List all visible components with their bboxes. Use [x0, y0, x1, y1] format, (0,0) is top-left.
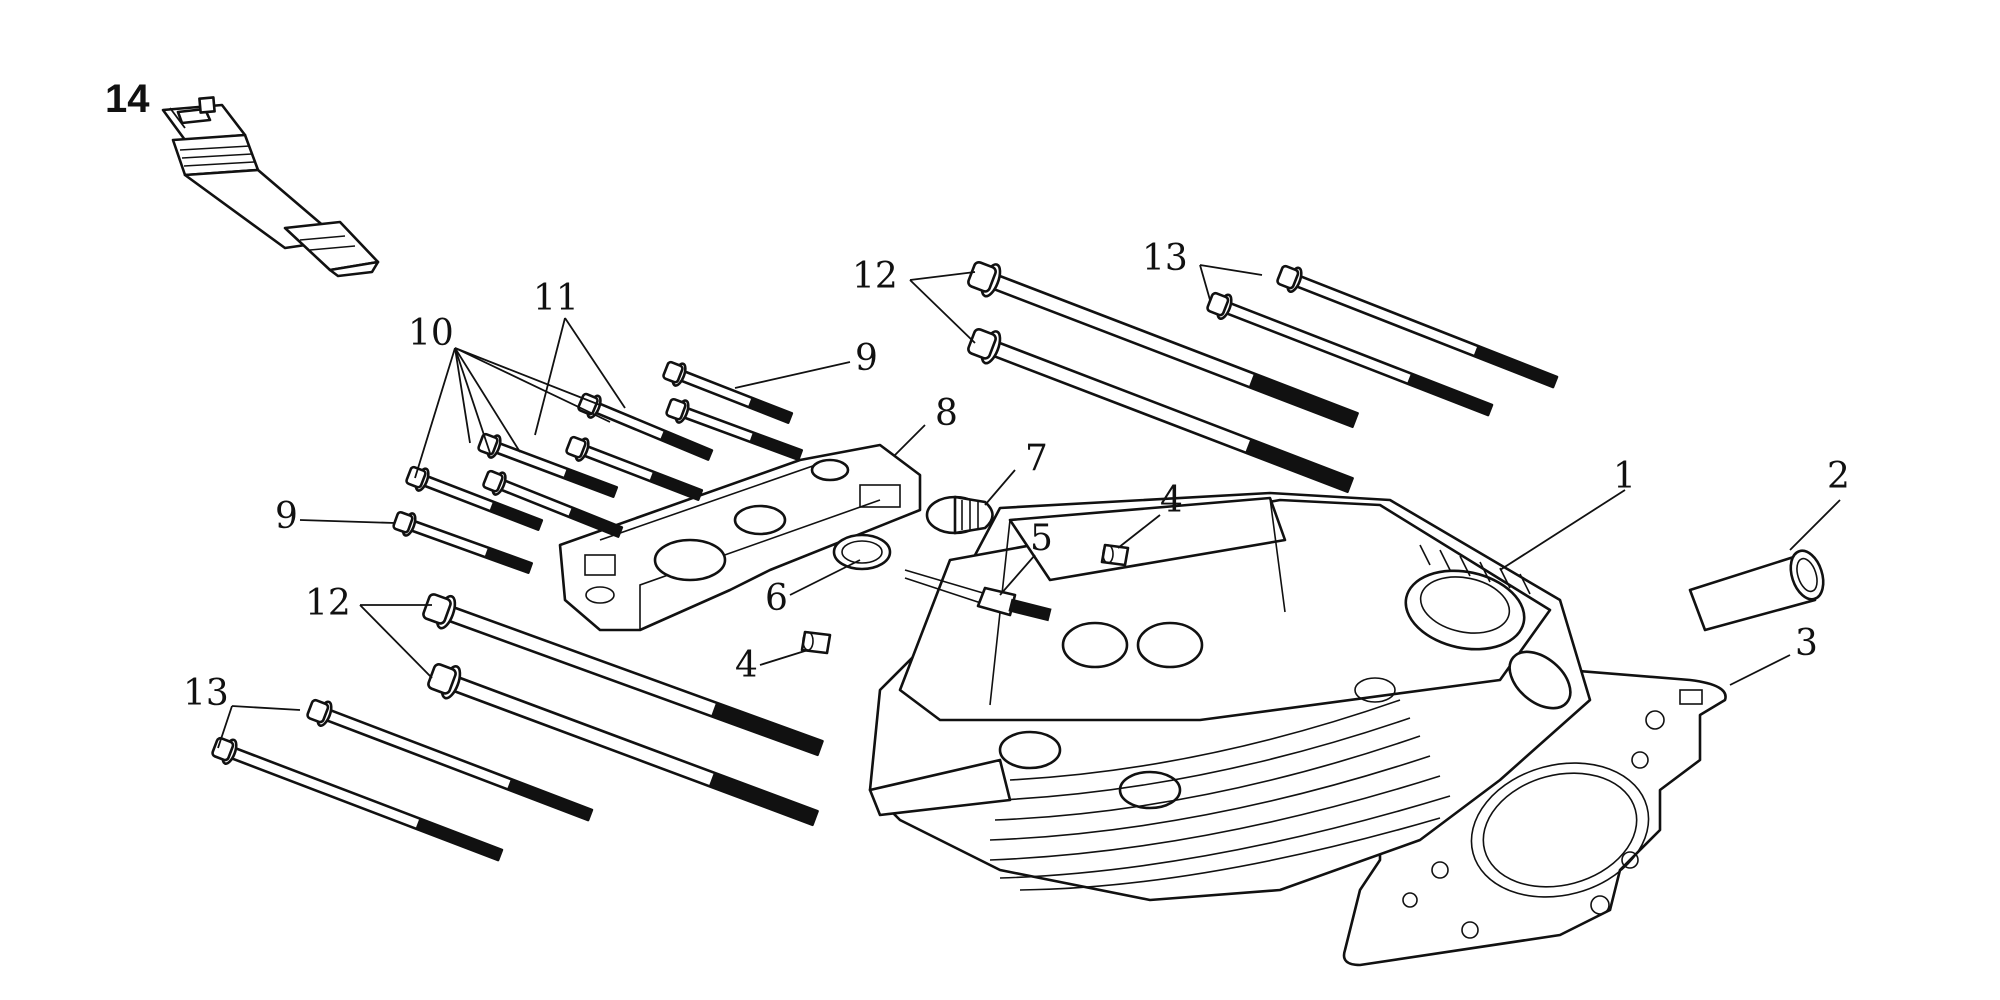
long-bolt-13-upper-b: [1206, 291, 1494, 417]
callout-5: 5: [1030, 518, 1053, 559]
callout-4-upper: 4: [1160, 480, 1183, 521]
bolt-thread: [1473, 345, 1557, 388]
bolt-head: [665, 397, 687, 421]
callout-13-upper: 13: [1142, 238, 1188, 279]
callout-14: 14: [105, 77, 150, 121]
leader-lines: [169, 107, 1841, 749]
callout-labels: 1 2 3 4 4 5 6 7 8 9 9 10 11 12 12 13 13 …: [105, 77, 1850, 714]
spark-plug-part: [904, 569, 1052, 622]
short-bolt-10-a: [405, 465, 544, 531]
callout-3: 3: [1795, 623, 1818, 664]
bolt-head: [306, 698, 330, 724]
short-bolt-9-upper: [662, 360, 794, 424]
bolt-thread: [507, 779, 592, 821]
cam-holder-part: [558, 443, 922, 632]
long-bolt-12-lower-b: [427, 663, 819, 827]
short-bolt-10-c: [477, 432, 619, 498]
callout-4-lower: 4: [735, 645, 758, 686]
callout-6: 6: [765, 578, 788, 619]
bolt-thread: [1245, 439, 1353, 492]
bolt-group: [211, 260, 1559, 862]
bolt-thread: [563, 468, 617, 497]
dowel-pin-part-upper: [1100, 543, 1130, 567]
short-bolt-10-b: [482, 469, 624, 538]
bolt-head: [427, 663, 457, 695]
callout-7: 7: [1025, 438, 1048, 479]
bolt-thread: [747, 397, 792, 423]
plug-part: [925, 495, 994, 535]
o-ring-part: [832, 533, 892, 571]
callout-2: 2: [1827, 456, 1850, 497]
bolt-thread: [749, 432, 802, 460]
long-bolt-12-lower-a: [422, 593, 824, 757]
callout-1: 1: [1613, 456, 1636, 497]
callout-9-upper: 9: [855, 338, 878, 379]
short-bolt-10-e: [565, 435, 704, 501]
bolt-thread: [568, 507, 622, 537]
bolt-head: [211, 736, 235, 762]
bolt-thread: [484, 547, 532, 573]
cylinder-head-part: [868, 491, 1592, 902]
long-bolt-13-lower-a: [306, 698, 594, 822]
short-bolt-11: [665, 397, 804, 461]
long-bolt-13-lower-b: [211, 736, 504, 862]
bolt-thread: [660, 430, 712, 460]
bolt-head: [482, 469, 504, 493]
callout-10: 10: [408, 313, 454, 354]
bolt-head: [1206, 291, 1230, 317]
bolt-thread: [708, 772, 818, 825]
callout-12-lower: 12: [305, 583, 351, 624]
long-bolt-12-upper-b: [967, 327, 1354, 494]
bolt-thread: [1248, 373, 1358, 427]
callout-13-lower: 13: [183, 673, 229, 714]
bolt-thread: [1407, 373, 1492, 416]
bolt-head: [1276, 264, 1300, 290]
ignition-coil-part: [161, 96, 380, 278]
long-bolt-12-upper-a: [967, 260, 1359, 429]
bolt-thread: [649, 471, 702, 500]
long-bolt-13-upper-a: [1276, 264, 1559, 389]
bolt-head: [662, 360, 684, 384]
bolt-head: [565, 435, 587, 459]
callout-9-lower: 9: [275, 496, 298, 537]
dowel-sleeve-part: [1688, 549, 1825, 632]
callout-8: 8: [935, 393, 958, 434]
bolt-thread: [711, 702, 823, 755]
bolt-thread: [415, 818, 502, 861]
short-bolt-9-lower: [392, 510, 533, 574]
callout-11: 11: [533, 278, 579, 319]
bolt-thread: [489, 501, 542, 530]
bolt-head: [392, 510, 414, 534]
callout-12-upper: 12: [852, 256, 898, 297]
